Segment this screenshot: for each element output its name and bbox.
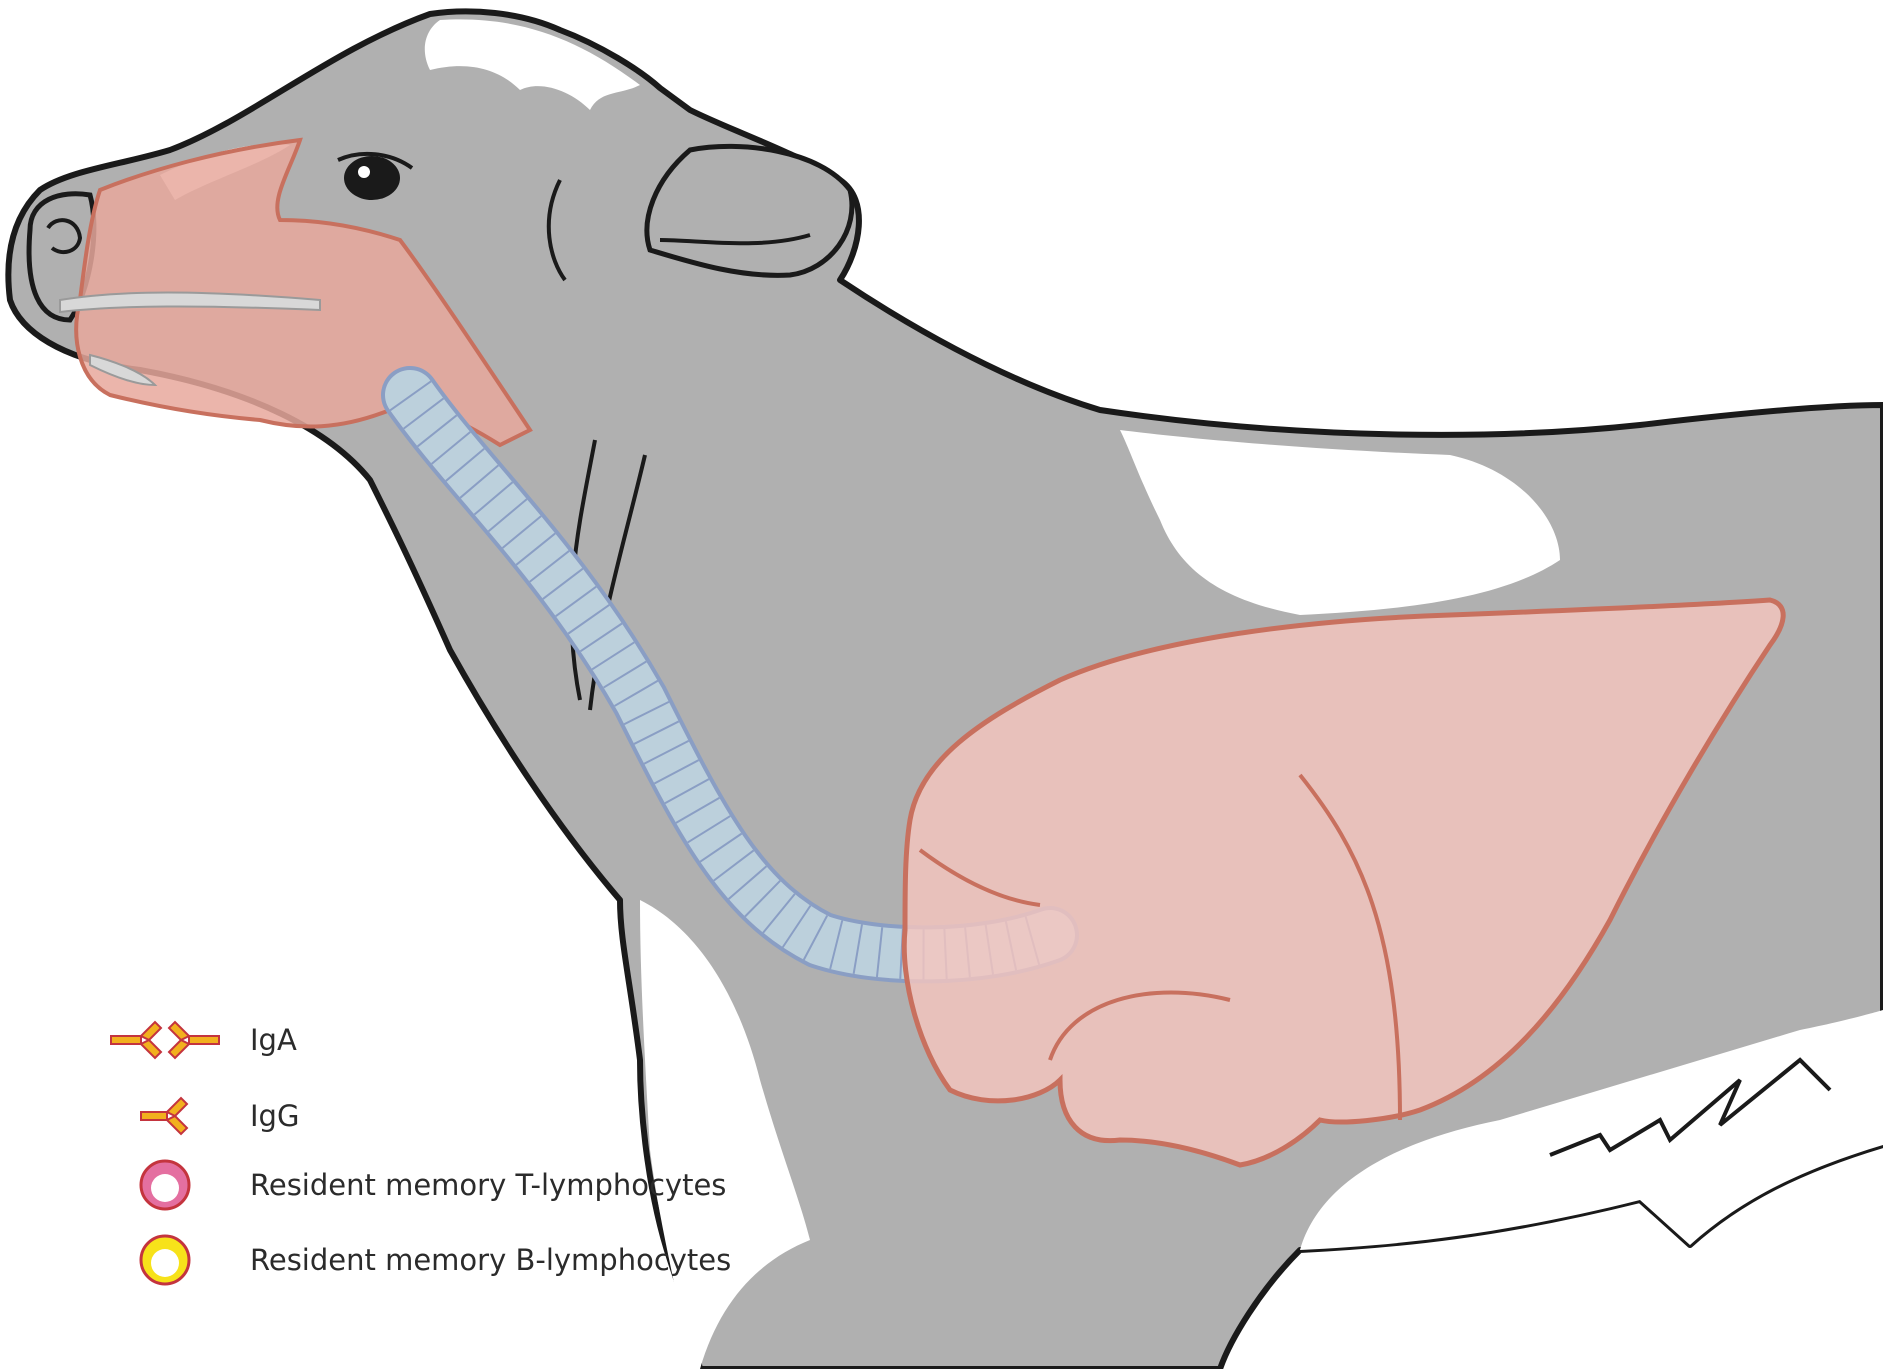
eye-highlight bbox=[358, 166, 370, 178]
legend-item-igg: IgG bbox=[100, 1086, 299, 1146]
legend-item-t-lymphocytes: Resident memory T-lymphocytes bbox=[100, 1155, 726, 1215]
legend-item-b-lymphocytes: Resident memory B-lymphocytes bbox=[100, 1230, 731, 1290]
legend-item-iga: IgA bbox=[100, 1010, 297, 1070]
t-lymphocyte-icon bbox=[100, 1155, 230, 1215]
legend: IgA IgG Resident memory T-lymphocytes bbox=[100, 1010, 740, 1330]
legend-label-igg: IgG bbox=[250, 1099, 299, 1133]
igg-antibody-icon bbox=[100, 1086, 230, 1146]
legend-label-iga: IgA bbox=[250, 1023, 297, 1057]
ear bbox=[647, 146, 852, 275]
eye bbox=[344, 156, 400, 200]
legend-label-t-lymphocytes: Resident memory T-lymphocytes bbox=[250, 1168, 726, 1202]
b-lymphocyte-icon bbox=[100, 1230, 230, 1290]
iga-antibody-icon bbox=[100, 1010, 230, 1070]
legend-label-b-lymphocytes: Resident memory B-lymphocytes bbox=[250, 1243, 731, 1277]
